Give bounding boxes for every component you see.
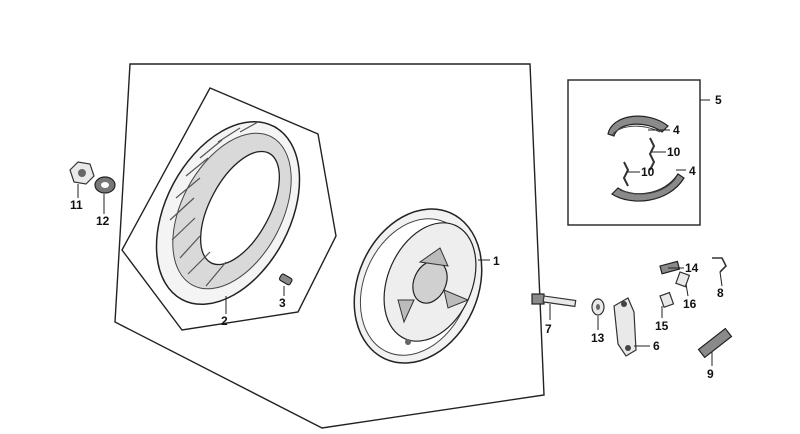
brake-spring — [622, 137, 656, 187]
callout-7: 7 — [545, 322, 552, 336]
callout-3: 3 — [279, 296, 286, 310]
washer — [94, 176, 116, 194]
callout-15: 15 — [655, 319, 669, 333]
pin-15 — [659, 291, 675, 309]
callout-16: 16 — [683, 297, 697, 311]
callout-10-lower: 10 — [641, 165, 655, 179]
small-washer — [591, 298, 605, 316]
callout-14: 14 — [685, 261, 699, 275]
callout-6: 6 — [653, 339, 660, 353]
callout-12: 12 — [96, 214, 110, 228]
clip — [712, 257, 727, 273]
rim — [353, 208, 483, 364]
tire-subframe — [121, 87, 337, 331]
nut — [69, 161, 95, 185]
pin-16 — [675, 271, 691, 288]
brake-shoe-lower — [611, 173, 685, 202]
brake-arm — [613, 297, 637, 357]
valve — [278, 273, 293, 286]
brake-shoe-upper — [607, 115, 669, 137]
callout-8: 8 — [717, 286, 724, 300]
leader-lines — [77, 99, 723, 366]
callout-11: 11 — [70, 198, 83, 212]
callout-4-upper: 4 — [673, 123, 680, 137]
brake-shoe-frame — [567, 79, 701, 226]
wheel-assembly-frame — [114, 63, 545, 429]
spring — [697, 327, 733, 359]
bolt — [531, 293, 577, 308]
callout-4-lower: 4 — [689, 164, 696, 178]
callout-1: 1 — [493, 254, 500, 268]
callout-2: 2 — [221, 314, 228, 328]
callout-13: 13 — [591, 331, 605, 345]
callout-10-upper: 10 — [667, 145, 681, 159]
tire — [155, 120, 301, 306]
callout-9: 9 — [707, 367, 714, 381]
callout-5: 5 — [715, 93, 722, 107]
